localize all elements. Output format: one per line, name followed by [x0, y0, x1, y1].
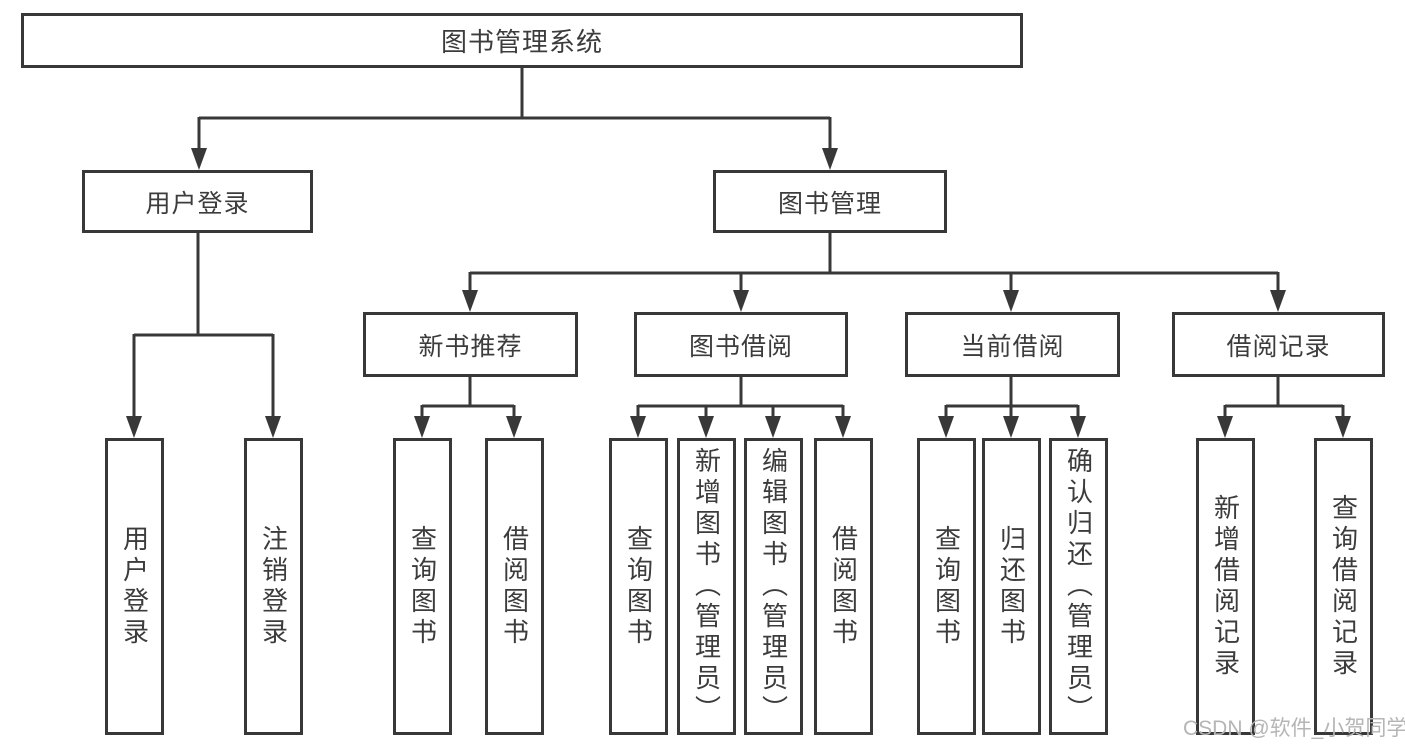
- node-current-borrow: 当前借阅: [905, 312, 1120, 377]
- leaf-add-borrow-record-label: 新增借阅记录: [1210, 493, 1241, 680]
- leaf-recommend-query-book-label: 查询图书: [407, 524, 438, 649]
- leaf-query-borrow-record: 查询借阅记录: [1314, 438, 1373, 735]
- node-current-borrow-label: 当前借阅: [960, 332, 1065, 361]
- leaf-borrow-book-label: 借阅图书: [828, 524, 859, 649]
- node-borrow-record-label: 借阅记录: [1226, 332, 1331, 361]
- leaf-borrow-query-book: 查询图书: [609, 438, 668, 735]
- leaf-current-query-book-label: 查询图书: [931, 524, 962, 649]
- leaf-add-borrow-record: 新增借阅记录: [1196, 438, 1255, 735]
- leaf-user-login: 用户登录: [105, 438, 164, 735]
- leaf-confirm-return-admin-label: 确认归还（管理员）: [1063, 447, 1094, 726]
- leaf-confirm-return-admin: 确认归还（管理员）: [1049, 438, 1108, 735]
- leaf-add-book-admin-label: 新增图书（管理员）: [691, 447, 722, 726]
- node-new-book-recommend-label: 新书推荐: [418, 332, 523, 361]
- node-book-management: 图书管理: [713, 170, 947, 233]
- leaf-edit-book-admin-label: 编辑图书（管理员）: [758, 447, 789, 726]
- leaf-borrow-query-book-label: 查询图书: [623, 524, 654, 649]
- node-borrow-record: 借阅记录: [1172, 312, 1385, 377]
- leaf-user-login-label: 用户登录: [119, 524, 150, 649]
- leaf-recommend-borrow-book: 借阅图书: [485, 438, 544, 735]
- node-book-borrow: 图书借阅: [634, 312, 848, 377]
- leaf-edit-book-admin: 编辑图书（管理员）: [744, 438, 803, 735]
- node-new-book-recommend: 新书推荐: [363, 312, 578, 377]
- leaf-add-book-admin: 新增图书（管理员）: [677, 438, 736, 735]
- node-root-label: 图书管理系统: [440, 27, 603, 57]
- node-book-borrow-label: 图书借阅: [688, 332, 793, 361]
- node-user-login: 用户登录: [82, 170, 313, 233]
- leaf-borrow-book: 借阅图书: [814, 438, 873, 735]
- leaf-recommend-query-book: 查询图书: [393, 438, 452, 735]
- node-user-login-label: 用户登录: [145, 189, 250, 218]
- leaf-query-borrow-record-label: 查询借阅记录: [1328, 493, 1359, 680]
- leaf-recommend-borrow-book-label: 借阅图书: [499, 524, 530, 649]
- leaf-return-book-label: 归还图书: [996, 524, 1027, 649]
- leaf-current-query-book: 查询图书: [917, 438, 976, 735]
- node-root-system: 图书管理系统: [21, 13, 1023, 68]
- leaf-return-book: 归还图书: [982, 438, 1041, 735]
- leaf-logout-label: 注销登录: [258, 524, 289, 649]
- leaf-logout: 注销登录: [244, 438, 303, 735]
- node-book-management-label: 图书管理: [777, 189, 882, 218]
- csdn-watermark: CSDN @软件_小贺同学: [1183, 717, 1405, 740]
